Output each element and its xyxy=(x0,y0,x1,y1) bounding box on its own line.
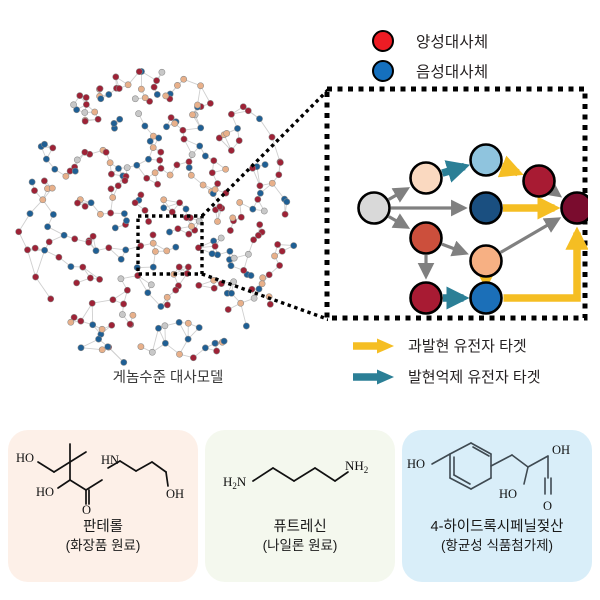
product-subtitle-panthenol: (화장품 원료) xyxy=(65,538,141,553)
product-cards: HO HO HN O OH 판테롤 (화장품 원료) xyxy=(0,430,600,595)
node-legend-item-negative: 음성대사체 xyxy=(372,56,488,86)
product-name-putrescine: 퓨트레신 xyxy=(273,519,327,535)
network-svg xyxy=(15,68,328,366)
arrow-legend-item-knockdown: 발현억제 유전자 타겟 xyxy=(352,361,541,392)
atom-label-OH-acid: OH xyxy=(552,443,570,457)
arrow-legend-label-knockdown: 발현억제 유전자 타겟 xyxy=(408,369,541,386)
inset-svg xyxy=(324,86,588,321)
atom-label-H2N: H2N xyxy=(223,474,247,491)
product-name-hydroxyphenyllactic-acid: 4-하이드록시페닐젖산 xyxy=(430,519,564,535)
zoom-connector-lines xyxy=(200,87,328,322)
product-subtitle-hydroxyphenyllactic-acid: (항균성 식품첨가제) xyxy=(440,538,554,553)
teal-arrow-icon xyxy=(353,369,394,384)
node-legend-label-positive: 양성대사체 xyxy=(416,34,489,51)
product-card-panthenol: HO HO HN O OH 판테롤 (화장품 원료) xyxy=(8,430,198,582)
atom-label-HO-ring: HO xyxy=(407,457,425,471)
arrow-legend-label-overexpression: 과발현 유전자 타겟 xyxy=(408,338,527,355)
network-nodes xyxy=(15,68,298,366)
product-card-putrescine: H2N NH2 퓨트레신 (나일론 원료) xyxy=(205,430,395,582)
putrescine-structure: H2N NH2 xyxy=(223,458,368,491)
selection-box xyxy=(136,214,204,276)
genome-scale-network-graph xyxy=(8,58,328,388)
panthenol-structure: HO HO HN O OH xyxy=(16,443,184,517)
arrow-legend: 과발현 유전자 타겟 발현억제 유전자 타겟 xyxy=(352,330,541,392)
product-name-panthenol: 판테롤 xyxy=(82,519,124,535)
atom-label-OH: OH xyxy=(166,487,184,501)
atom-label-O-acid: O xyxy=(543,499,552,513)
inset-nodes xyxy=(357,143,588,315)
arrow-legend-item-overexpression: 과발현 유전자 타겟 xyxy=(352,330,541,361)
node-legend-label-negative: 음성대사체 xyxy=(416,64,489,81)
red-circle-marker-icon xyxy=(372,30,394,52)
atom-label-HN: HN xyxy=(101,453,119,467)
hydroxyphenyllactic-acid-structure: HO HO OH O xyxy=(407,442,570,513)
pathway-inset xyxy=(324,86,588,321)
atom-label-HO-2: HO xyxy=(36,485,54,499)
atom-label-HO-alpha: HO xyxy=(499,487,517,501)
product-card-hydroxyphenyllactic-acid: HO HO OH O 4-하이드록시페닐젖산 (항균성 식품첨가제) xyxy=(402,430,592,582)
atom-label-NH2: NH2 xyxy=(345,458,368,475)
node-legend-item-positive: 양성대사체 xyxy=(372,26,488,56)
blue-circle-marker-icon xyxy=(372,60,394,82)
product-subtitle-putrescine: (나일론 원료) xyxy=(262,538,338,553)
node-legend: 양성대사체 음성대사체 xyxy=(372,26,488,86)
atom-label-HO-1: HO xyxy=(16,451,34,465)
gold-arrow-icon xyxy=(353,338,394,353)
atom-label-O: O xyxy=(82,503,91,517)
network-caption: 게놈수준 대사모델 xyxy=(112,370,224,386)
network-edges xyxy=(18,71,294,363)
